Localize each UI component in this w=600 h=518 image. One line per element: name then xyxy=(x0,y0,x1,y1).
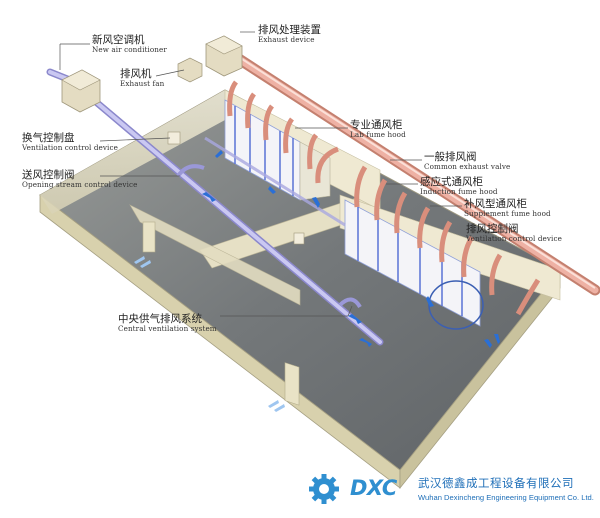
label-en: Exhaust device xyxy=(258,35,315,45)
exhaust-fan-unit xyxy=(177,57,203,83)
label-cn: 排风机 xyxy=(120,68,152,80)
label-lab-fume-hood: 专业通风柜 Lab fume hood xyxy=(350,119,406,139)
lower-control-box xyxy=(293,232,305,245)
label-cn: 新风空调机 xyxy=(92,34,145,46)
label-en: Ventilation control device xyxy=(466,234,562,244)
company-name-cn: 武汉德鑫成工程设备有限公司 xyxy=(418,476,574,490)
label-en: Ventilation control device xyxy=(22,143,118,153)
label-ventilation-control-panel: 换气控制盘 Ventilation control device xyxy=(22,132,118,152)
label-central-ventilation: 中央供气排风系统 Central ventilation system xyxy=(118,313,217,333)
label-exhaust-fan: 排风机 Exhaust fan xyxy=(120,68,164,88)
gear-logo-icon xyxy=(309,474,339,504)
new-air-conditioner-unit xyxy=(61,69,101,113)
label-en: Supplement fume hood xyxy=(464,209,551,219)
label-common-exhaust-valve: 一般排风阀 Common exhaust valve xyxy=(424,151,510,171)
label-cn: 送风控制阀 xyxy=(22,169,75,181)
label-cn: 排风处理装置 xyxy=(258,24,321,36)
label-en: Exhaust fan xyxy=(120,79,165,89)
label-en: Opening stream control device xyxy=(22,180,138,190)
label-cn: 一般排风阀 xyxy=(424,151,477,163)
label-cn: 感应式通风柜 xyxy=(420,176,483,188)
label-en: Central ventilation system xyxy=(118,324,217,334)
label-supplement-fume-hood: 补风型通风柜 Supplement fume hood xyxy=(464,198,551,218)
label-cn: 补风型通风柜 xyxy=(464,198,527,210)
company-logo: DXC 武汉德鑫成工程设备有限公司 Wuhan Dexincheng Engin… xyxy=(318,468,600,518)
airflow-arrows xyxy=(202,150,500,348)
exhaust-device-unit xyxy=(205,35,243,77)
label-opening-stream-control: 送风控制阀 Opening stream control device xyxy=(22,169,137,189)
label-cn: 换气控制盘 xyxy=(22,132,75,144)
label-en: Common exhaust valve xyxy=(424,162,511,172)
label-cn: 中央供气排风系统 xyxy=(118,313,202,325)
inflow-arrows xyxy=(134,256,285,412)
company-name-en: Wuhan Dexincheng Engineering Equipment C… xyxy=(418,493,594,502)
label-en: New air conditioner xyxy=(92,45,167,55)
label-exhaust-device: 排风处理装置 Exhaust device xyxy=(258,24,321,44)
label-en: Lab fume hood xyxy=(350,130,406,140)
label-cn: 专业通风柜 xyxy=(350,119,403,131)
exhaust-duct xyxy=(216,42,600,316)
label-cn: 排风控制阀 xyxy=(466,223,519,235)
leader-lines xyxy=(59,31,505,317)
label-induction-fume-hood: 感应式通风柜 Induction fume hood xyxy=(420,176,498,196)
label-en: Induction fume hood xyxy=(420,187,498,197)
label-new-air-conditioner: 新风空调机 New air conditioner xyxy=(92,34,167,54)
label-ventilation-control-valve: 排风控制阀 Ventilation control device xyxy=(466,223,562,243)
brand-name: DXC xyxy=(350,476,397,500)
